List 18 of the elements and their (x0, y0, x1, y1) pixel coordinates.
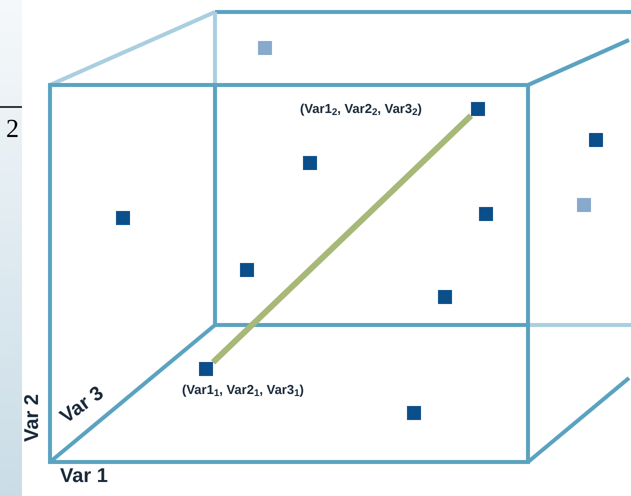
data-point (407, 406, 421, 420)
data-point (240, 263, 254, 277)
data-point (199, 362, 213, 376)
axis-label: Var 1 (60, 466, 108, 486)
data-point (303, 156, 317, 170)
axis-label: Var 3 (56, 382, 108, 428)
point-label: (Var1$_{1}$, Var2$_{1}$, Var3$_{1}$) (182, 383, 304, 396)
data-point (471, 102, 485, 116)
axis-label: 2 (6, 116, 19, 142)
data-point (589, 133, 603, 147)
axis-label: Var 2 (22, 394, 42, 442)
connecting-line (210, 114, 474, 364)
data-point (479, 207, 493, 221)
data-point (116, 211, 130, 225)
data-point (258, 41, 272, 55)
point-label: (Var1$_{2}$, Var2$_{2}$, Var3$_{2}$) (300, 102, 422, 115)
data-point (577, 198, 591, 212)
data-point (438, 290, 452, 304)
